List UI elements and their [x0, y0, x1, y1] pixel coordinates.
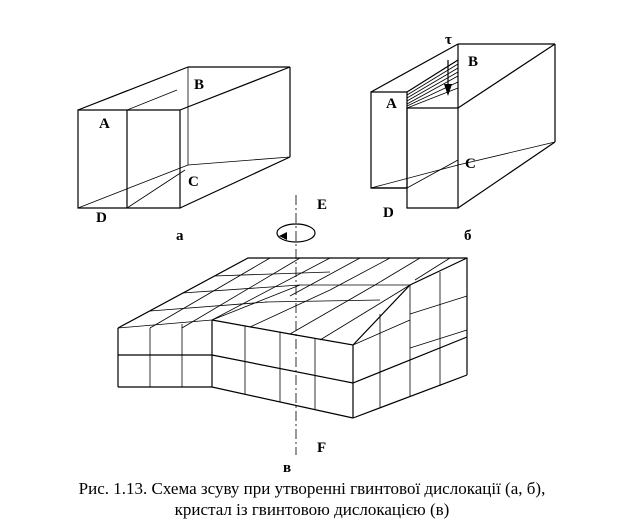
point-b-label-a: B	[194, 77, 204, 93]
caption-line-2: кристал із гвинтовою дислокацією (в)	[175, 500, 450, 519]
axis-label-e: E	[317, 197, 327, 213]
point-b-label-b: B	[468, 54, 478, 70]
point-c-label-a: C	[188, 174, 199, 190]
point-d-label-a: D	[96, 210, 107, 226]
stress-symbol: τ	[445, 32, 452, 48]
point-a-label-b: A	[386, 96, 397, 112]
point-c-label-b: C	[465, 156, 476, 172]
axis-label-f: F	[317, 440, 326, 456]
caption-line-1: Рис. 1.13. Схема зсуву при утворенні гви…	[79, 479, 546, 498]
sublabel-a: а	[176, 228, 184, 244]
point-d-label-b: D	[383, 205, 394, 221]
crystal	[117, 257, 468, 419]
block-b	[370, 43, 556, 209]
point-a-label-a: A	[99, 116, 110, 132]
sublabel-b: б	[464, 228, 472, 244]
sublabel-v: в	[283, 460, 291, 476]
block-a	[77, 66, 291, 209]
rotation-arrow	[276, 223, 316, 243]
